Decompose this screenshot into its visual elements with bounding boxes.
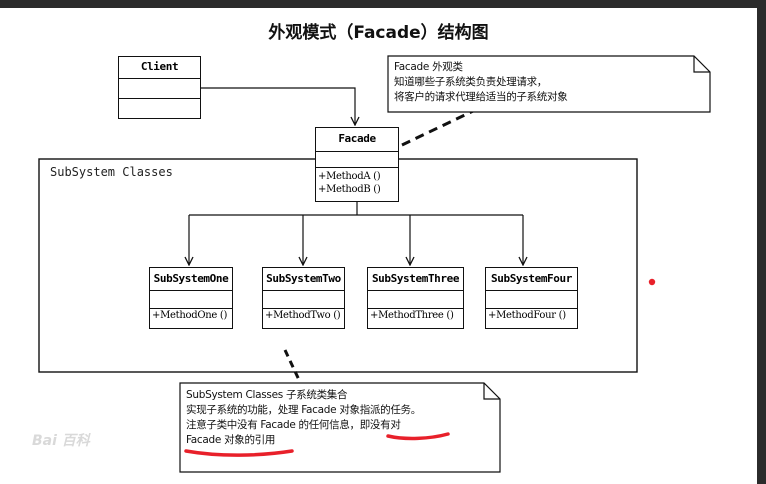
facade-note-line-1: Facade 外观类	[394, 61, 463, 73]
facade-note-line-3: 将客户的请求代理给适当的子系统对象	[394, 91, 568, 103]
subsystem-two-class: SubSystemTwo +MethodTwo ()	[262, 267, 345, 329]
client-attributes	[119, 79, 200, 99]
facade-operations: +MethodA () +MethodB ()	[316, 168, 398, 196]
facade-note-line-2: 知道哪些子系统类负责处理请求，	[394, 76, 547, 88]
facade-note-text: Facade 外观类 知道哪些子系统类负责处理请求， 将客户的请求代理给适当的子…	[394, 60, 568, 105]
subsystem-four-method: +MethodFour ()	[488, 310, 566, 321]
facade-note-fold	[693, 56, 710, 73]
subsystem-note-anchor	[283, 349, 302, 383]
subsystem-two-name: SubSystemTwo	[263, 268, 344, 291]
subsystem-one-method: +MethodOne ()	[152, 310, 228, 321]
subsystem-note-text: SubSystem Classes 子系统类集合 实现子系统的功能，处理 Fac…	[186, 388, 421, 448]
subsystem-three-attributes	[368, 291, 463, 309]
subsystem-two-method: +MethodTwo ()	[265, 310, 341, 321]
subsystem-note-line-1: SubSystem Classes 子系统类集合	[186, 389, 348, 401]
subsystem-one-name: SubSystemOne	[150, 268, 232, 291]
subsystem-three-operations: +MethodThree ()	[368, 309, 463, 322]
client-to-facade-association	[201, 87, 355, 125]
highlight-underline-2	[184, 449, 294, 457]
subsystem-one-operations: +MethodOne ()	[150, 309, 232, 322]
diagram-title: 外观模式（Facade）结构图	[268, 23, 489, 43]
client-operations	[119, 99, 200, 117]
facade-attributes	[316, 152, 398, 168]
facade-class-box: Facade +MethodA () +MethodB ()	[315, 127, 399, 202]
subsystem-note-line-3: 注意子类中没有 Facade 的任何信息，即没有对	[186, 419, 401, 431]
subsystem-three-name: SubSystemThree	[368, 268, 463, 291]
subsystem-one-class: SubSystemOne +MethodOne ()	[149, 267, 233, 329]
facade-class-name: Facade	[316, 128, 398, 152]
facade-method-b: +MethodB ()	[318, 184, 381, 195]
highlight-underline-1	[386, 432, 450, 441]
subsystem-two-attributes	[263, 291, 344, 309]
subsystem-four-attributes	[486, 291, 577, 309]
subsystem-note-line-4: Facade 对象的引用	[186, 434, 276, 446]
subsystem-note-fold	[483, 383, 500, 400]
subsystem-four-name: SubSystemFour	[486, 268, 577, 291]
subsystem-frame-label: SubSystem Classes	[50, 165, 173, 179]
watermark-logo: Bai 百科	[32, 433, 90, 449]
client-class-name: Client	[119, 57, 200, 79]
subsystem-four-operations: +MethodFour ()	[486, 309, 577, 322]
subsystem-note-shape	[179, 382, 501, 473]
client-class-box: Client	[118, 56, 201, 119]
subsystem-one-attributes	[150, 291, 232, 309]
subsystem-three-method: +MethodThree ()	[370, 310, 454, 321]
subsystem-note-line-2: 实现子系统的功能，处理 Facade 对象指派的任务。	[186, 404, 421, 416]
facade-method-a: +MethodA ()	[318, 171, 381, 182]
subsystem-two-operations: +MethodTwo ()	[263, 309, 344, 322]
facade-note-shape	[387, 55, 711, 113]
subsystem-three-class: SubSystemThree +MethodThree ()	[367, 267, 464, 329]
subsystem-four-class: SubSystemFour +MethodFour ()	[485, 267, 578, 329]
red-dot-mark	[648, 278, 656, 286]
